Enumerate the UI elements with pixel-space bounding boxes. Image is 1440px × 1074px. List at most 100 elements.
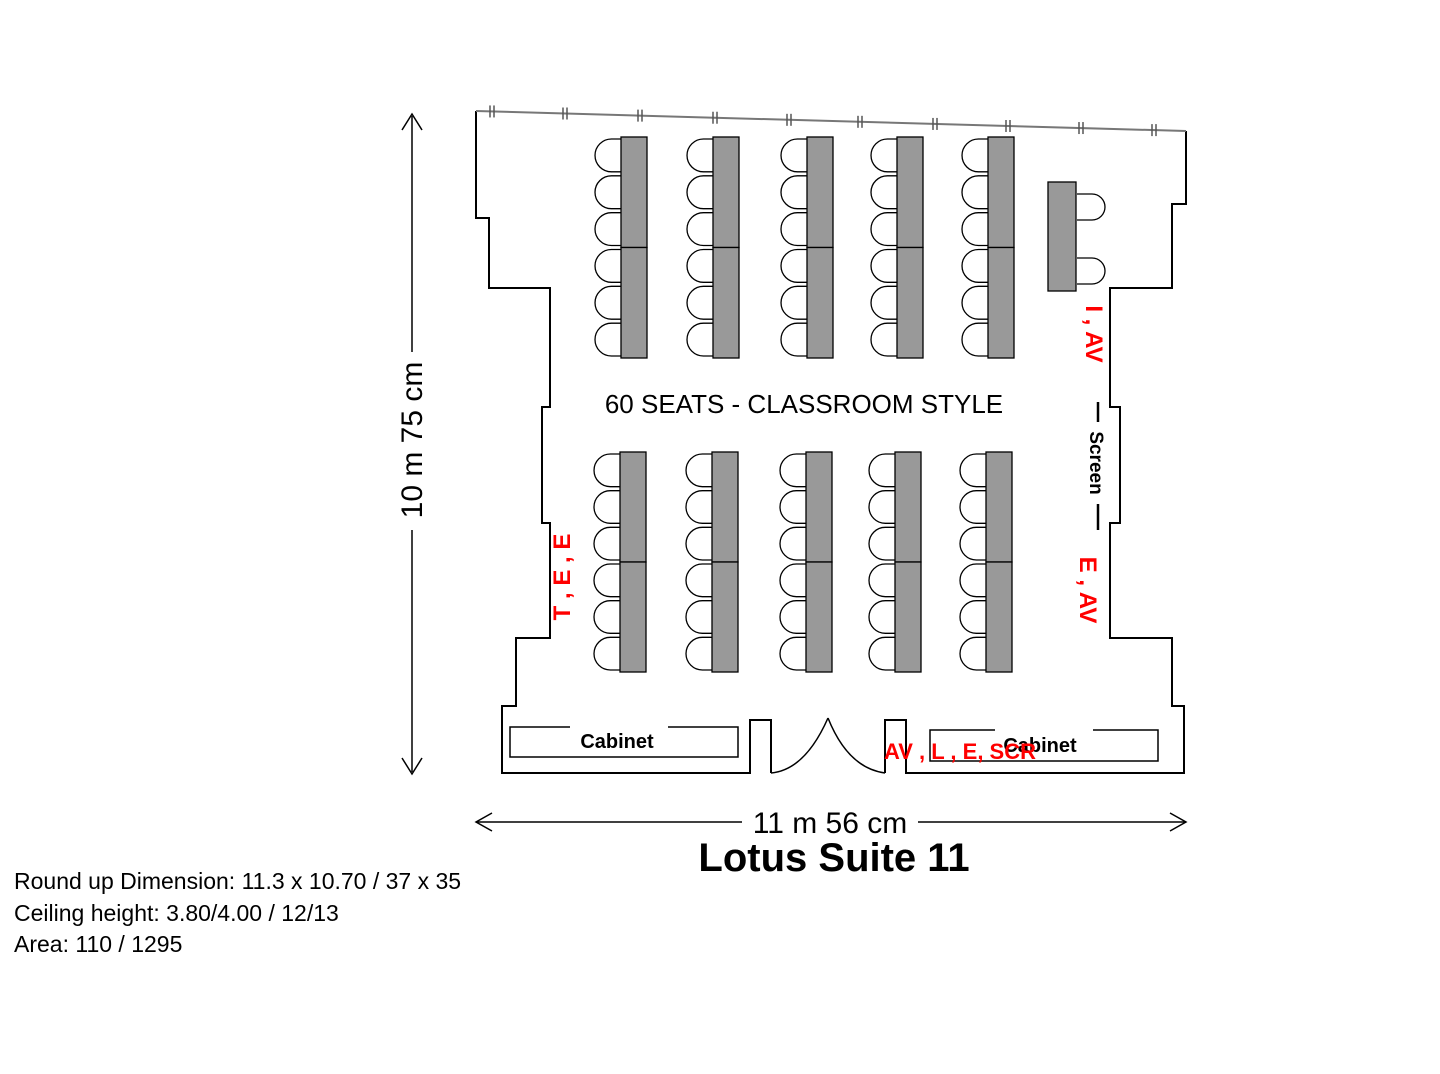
- chair: [593, 600, 620, 634]
- chair: [593, 453, 620, 488]
- presenter-table: [1047, 181, 1077, 292]
- chair: [870, 248, 897, 283]
- presenter-chair: [1077, 257, 1106, 285]
- table: [620, 136, 648, 249]
- table: [711, 451, 739, 563]
- utility-label-right-lower: E , AV: [1074, 557, 1101, 624]
- cabinet-right: [929, 729, 1159, 762]
- room-title: Lotus Suite 11: [698, 836, 969, 880]
- chair: [594, 175, 621, 210]
- table: [806, 246, 834, 359]
- chair: [594, 138, 621, 173]
- chair: [779, 563, 806, 598]
- chair: [959, 453, 986, 488]
- cabinet-right-label: Cabinet: [1003, 735, 1077, 757]
- table: [712, 136, 740, 249]
- info-dimension: Round up Dimension: 11.3 x 10.70 / 37 x …: [14, 868, 462, 894]
- table: [805, 451, 833, 563]
- table: [985, 451, 1013, 563]
- table: [987, 246, 1015, 359]
- chair: [594, 285, 621, 320]
- info-ceiling: Ceiling height: 3.80/4.00 / 12/13: [14, 899, 339, 926]
- chair: [685, 526, 712, 561]
- info-area: Area: 110 / 1295: [14, 931, 183, 957]
- chair: [686, 175, 713, 210]
- window-mullions: [489, 105, 1157, 137]
- chair: [961, 285, 988, 320]
- chair: [870, 138, 897, 173]
- screen-label: Screen: [1085, 431, 1106, 494]
- table: [806, 136, 834, 249]
- chair: [779, 490, 806, 524]
- chair: [779, 453, 806, 488]
- width-arrow-left: [474, 812, 493, 832]
- table: [987, 136, 1015, 249]
- chair: [594, 212, 621, 247]
- table: [619, 561, 647, 673]
- chair: [959, 526, 986, 561]
- chair: [959, 563, 986, 598]
- chair: [594, 248, 621, 283]
- double-door: [770, 717, 886, 774]
- chair: [961, 248, 988, 283]
- chair: [593, 490, 620, 524]
- chair: [868, 563, 895, 598]
- chair: [868, 600, 895, 634]
- height-dimension-label: 10 m 75 cm: [396, 362, 429, 519]
- room-info: Round up Dimension: 11.3 x 10.70 / 37 x …: [14, 866, 461, 961]
- chair: [594, 322, 621, 357]
- table: [712, 246, 740, 359]
- cabinet-left-label: Cabinet: [580, 731, 654, 753]
- chair: [686, 322, 713, 357]
- chair: [961, 322, 988, 357]
- table: [805, 561, 833, 673]
- chair: [870, 285, 897, 320]
- table: [894, 451, 922, 563]
- chair: [780, 248, 807, 283]
- seating-label: 60 SEATS - CLASSROOM STYLE: [605, 389, 1003, 419]
- chair: [686, 285, 713, 320]
- chair: [685, 563, 712, 598]
- chair: [780, 212, 807, 247]
- chair: [780, 138, 807, 173]
- presenter-chair: [1077, 193, 1106, 221]
- chair: [686, 212, 713, 247]
- width-arrow-right: [1169, 812, 1188, 832]
- utility-label-bottom: AV , L , E, SCR: [884, 739, 1036, 764]
- chair: [593, 563, 620, 598]
- window-wall: [475, 110, 1187, 132]
- chair: [780, 175, 807, 210]
- height-arrow-bottom: [401, 757, 423, 776]
- utility-label-right-upper: I , AV: [1080, 305, 1107, 362]
- chair: [961, 138, 988, 173]
- chair: [779, 526, 806, 561]
- chair: [868, 453, 895, 488]
- height-arrow-top: [401, 112, 423, 131]
- chair: [685, 636, 712, 671]
- room-outline-right: [884, 131, 1187, 774]
- chair: [779, 600, 806, 634]
- chair: [686, 248, 713, 283]
- chair: [868, 490, 895, 524]
- table: [896, 136, 924, 249]
- chair: [959, 490, 986, 524]
- table: [619, 451, 647, 563]
- chair: [593, 526, 620, 561]
- table: [894, 561, 922, 673]
- chair: [961, 212, 988, 247]
- table: [896, 246, 924, 359]
- chair: [870, 212, 897, 247]
- chair: [868, 636, 895, 671]
- chair: [961, 175, 988, 210]
- table: [985, 561, 1013, 673]
- chair: [685, 453, 712, 488]
- classroom-tables: [593, 136, 1106, 673]
- chair: [959, 636, 986, 671]
- table: [620, 246, 648, 359]
- chair: [870, 322, 897, 357]
- chair: [685, 490, 712, 524]
- chair: [686, 138, 713, 173]
- room-outline: [475, 111, 772, 774]
- chair: [779, 636, 806, 671]
